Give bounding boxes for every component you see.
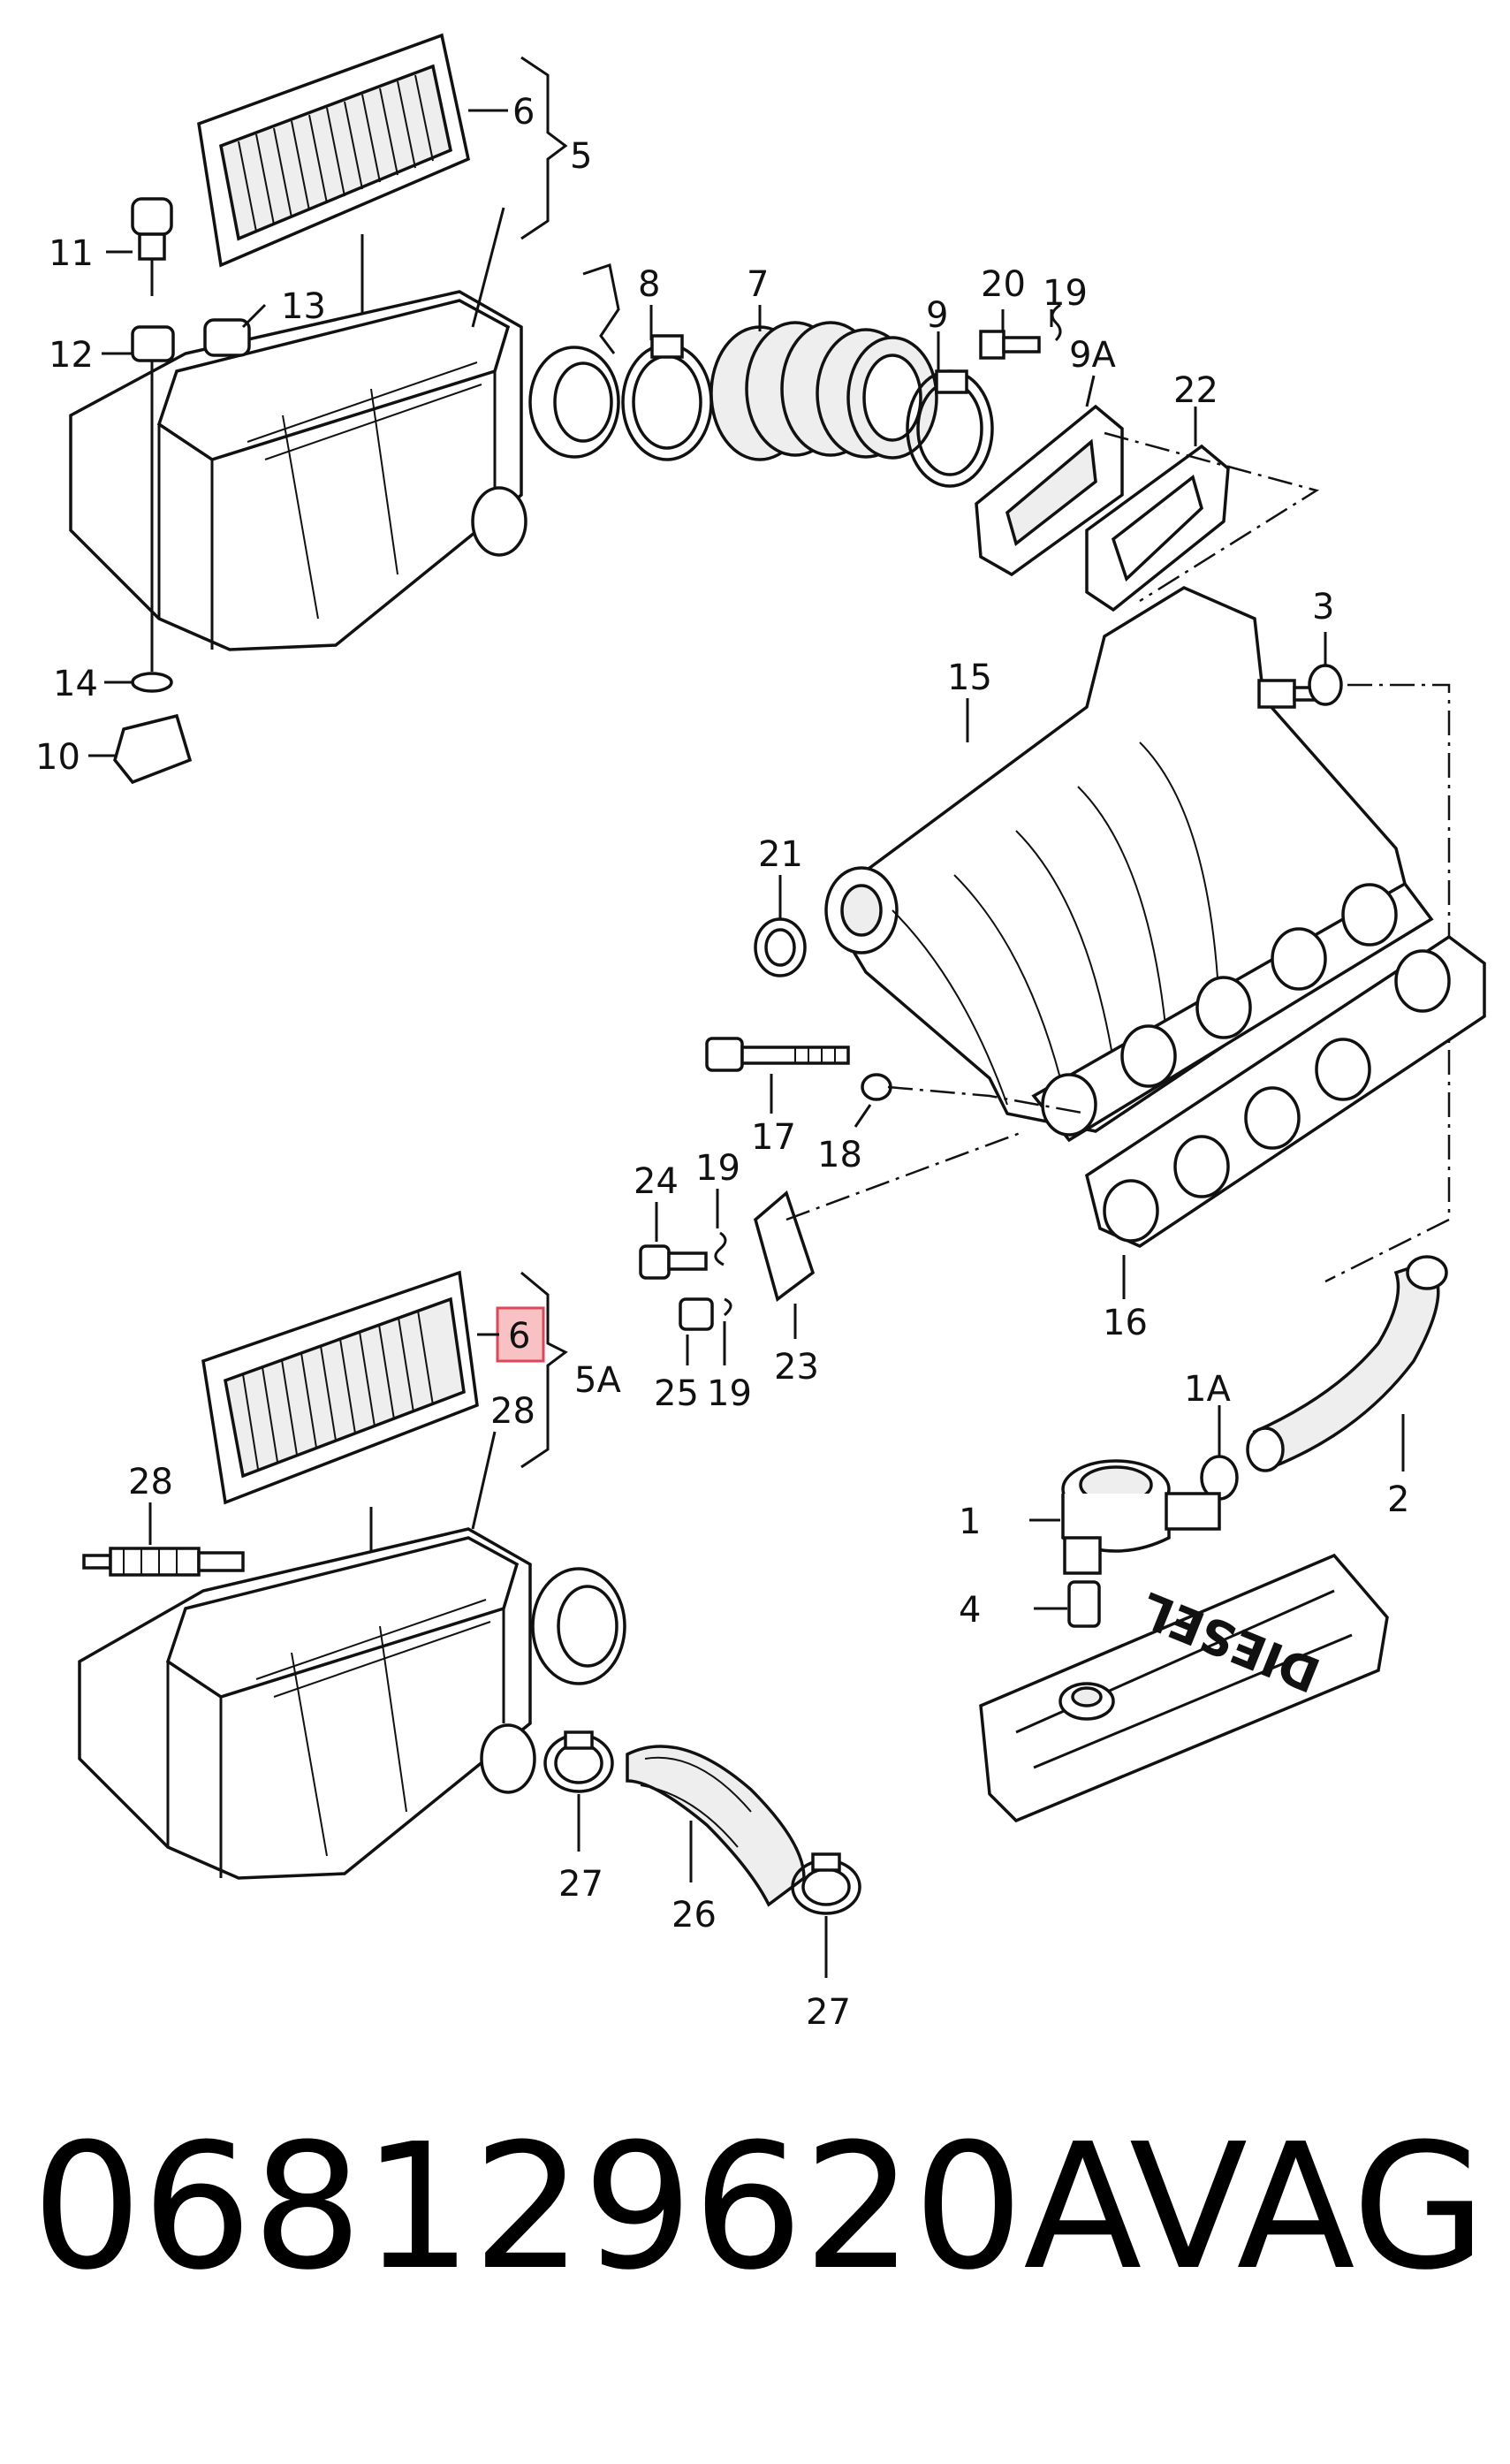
callout-6-bottom[interactable]: 6 [508,1316,530,1357]
callout-27-bottom[interactable]: 27 [806,1992,851,2033]
cap-nut-part-11 [131,197,173,296]
callout-3[interactable]: 3 [1312,587,1334,627]
callout-23[interactable]: 23 [774,1347,819,1388]
air-filter-element-top [197,33,471,268]
callout-12[interactable]: 12 [49,335,94,376]
washer-part-18 [854,1073,892,1128]
callout-24[interactable]: 24 [634,1161,679,1202]
nut-part-13 [203,318,251,357]
bracket-part-23 [754,1190,816,1339]
callout-13[interactable]: 13 [281,286,326,327]
grommet-part-12 [131,325,175,672]
callout-15[interactable]: 15 [947,658,992,698]
adapter-part-9A [975,404,1124,577]
callout-2[interactable]: 2 [1387,1479,1409,1520]
callout-5[interactable]: 5 [570,136,592,177]
pressure-valve-part-1 [1029,1459,1221,1575]
clip-part-1A [1200,1405,1239,1501]
callout-7[interactable]: 7 [747,264,769,305]
callout-4[interactable]: 4 [959,1590,981,1631]
callout-19-low[interactable]: 19 [707,1373,752,1414]
bracket-part-8 [582,263,620,354]
valve-cover: DIESEL [979,1553,1389,1823]
hose-clamp-part-27-upper [543,1730,614,1852]
callout-1[interactable]: 1 [959,1502,981,1542]
callout-22[interactable]: 22 [1173,370,1218,411]
callout-9A[interactable]: 9A [1069,335,1116,376]
mount-part-10 [113,713,193,785]
bolt-part-17 [705,1037,850,1114]
plug-part-3 [1308,632,1343,706]
callout-18[interactable]: 18 [817,1135,862,1175]
air-cleaner-housing-bottom [78,1527,626,1880]
callout-labels: 6 5 11 12 13 14 10 8 7 9 20 19 9A 22 3 1… [35,92,1409,2033]
callout-21[interactable]: 21 [758,834,803,875]
breather-hose-part-2 [1246,1255,1448,1472]
intake-manifold-part-15 [824,586,1434,1143]
callout-25[interactable]: 25 [654,1373,699,1414]
spring-clip-part-19-low [723,1297,732,1365]
washer-part-14 [131,672,173,693]
callout-1A[interactable]: 1A [1184,1369,1231,1410]
callout-28-right[interactable]: 28 [490,1391,535,1432]
callout-6-top[interactable]: 6 [512,92,535,133]
callout-27-left[interactable]: 27 [558,1864,603,1905]
callout-11[interactable]: 11 [49,233,94,274]
grommet-part-4 [1034,1580,1101,1628]
callout-16[interactable]: 16 [1103,1303,1148,1343]
air-filter-element-bottom [201,1270,479,1505]
intake-hose-part-26 [626,1745,806,1907]
callout-8[interactable]: 8 [638,264,660,305]
part-number: 068129620A [32,2107,1142,2308]
intake-hose-part-7 [709,321,938,461]
air-cleaner-housing-top [69,290,620,651]
callout-17[interactable]: 17 [751,1117,796,1158]
callout-5A[interactable]: 5A [574,1360,621,1401]
hose-clamp-part-27-lower [791,1852,861,1978]
spring-clip-part-19-mid [714,1189,727,1266]
callout-9[interactable]: 9 [926,295,948,336]
bolt-part-20 [979,330,1041,360]
callout-19-top[interactable]: 19 [1043,273,1088,314]
nut-part-25 [679,1297,714,1365]
leader-lines [88,56,1197,1530]
callout-28-left[interactable]: 28 [128,1462,173,1502]
brand-name: VAG [1129,2107,1487,2308]
callout-20[interactable]: 20 [981,264,1026,305]
plug-part-21 [754,875,807,977]
callout-14[interactable]: 14 [53,664,98,704]
hose-clamp-part-8 [621,334,713,461]
spring-clip-part-19-top [1051,303,1062,342]
sensor-part-28 [82,1502,245,1577]
hose-clamp-part-9 [906,369,994,488]
callout-26[interactable]: 26 [672,1895,717,1935]
callout-10[interactable]: 10 [35,737,80,778]
manifold-gasket-part-16 [1085,934,1486,1248]
bolt-part-24 [639,1202,708,1280]
gasket-part-22 [1085,444,1230,612]
callout-19-mid[interactable]: 19 [695,1148,740,1189]
